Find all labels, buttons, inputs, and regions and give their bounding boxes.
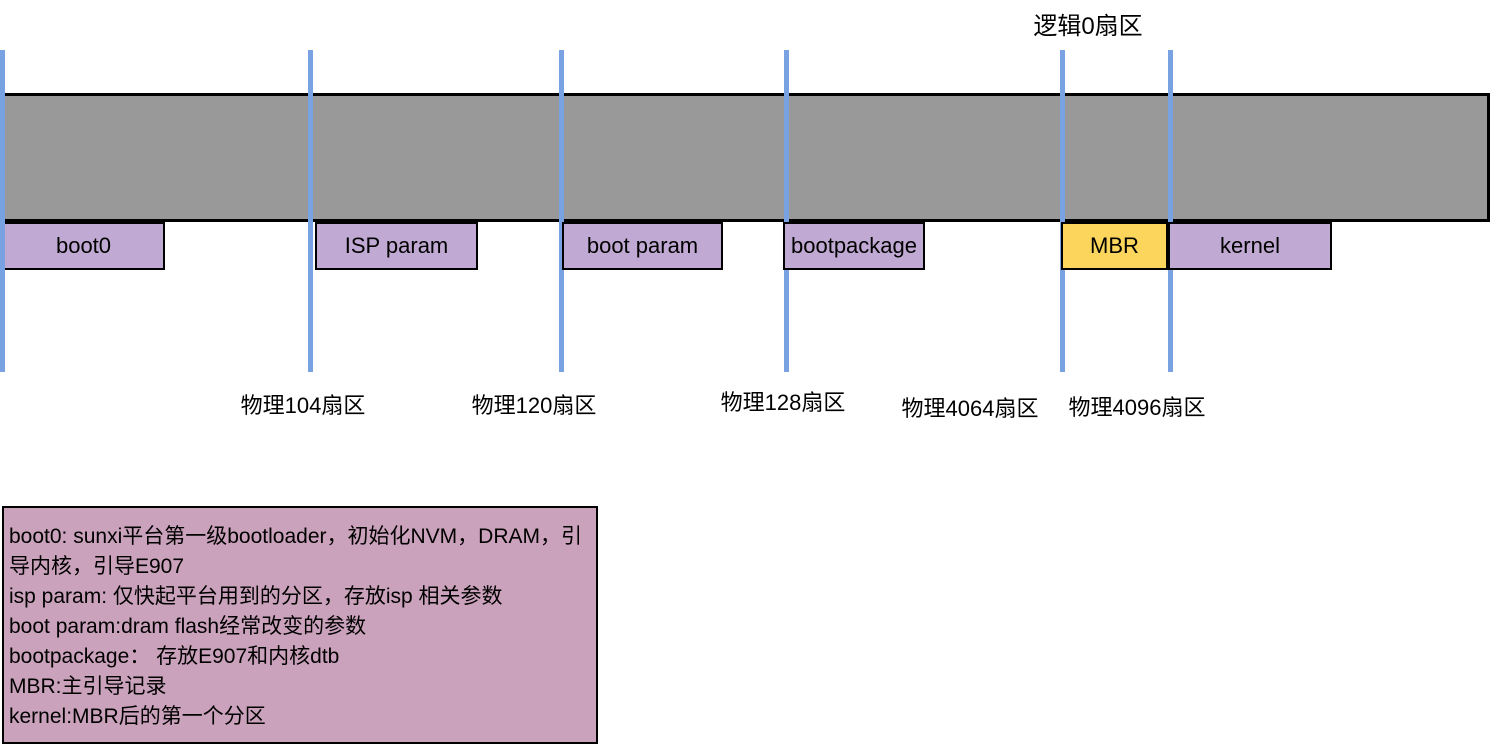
partition-label: MBR [1090,233,1139,258]
partition-label: boot param [586,233,699,258]
partition-bootpackage: bootpackage [783,222,925,270]
legend-line: MBR:主引导记录 [9,675,167,698]
guide-line-104 [308,50,313,372]
partition-label: boot0 [55,233,112,258]
guide-line-128 [784,50,789,372]
guide-line-4096 [1168,50,1173,372]
legend-line: 导内核，引导E907 [9,555,185,578]
physical-sector-label-4096: 物理4096扇区 [1068,395,1206,420]
legend-line: kernel:MBR后的第一个分区 [9,705,266,728]
legend-line: isp param: 仅快起平台用到的分区，存放isp 相关参数 [9,585,503,608]
physical-sector-label-120: 物理120扇区 [471,393,597,418]
partition-boot-param: boot param [562,222,723,270]
physical-sector-label-128: 物理128扇区 [720,390,846,415]
partition-label: kernel [1220,233,1280,258]
legend-line: bootpackage： 存放E907和内核dtb [9,645,340,668]
guide-line-4064 [1060,50,1065,372]
legend-box: boot0: sunxi平台第一级bootloader，初始化NVM，DRAM，… [2,506,598,744]
legend-line: boot0: sunxi平台第一级bootloader，初始化NVM，DRAM，… [9,525,582,548]
partition-boot0: boot0 [2,222,165,270]
partition-kernel: kernel [1168,222,1332,270]
physical-sector-label-4064: 物理4064扇区 [901,396,1039,421]
partition-label: ISP param [344,233,449,258]
flash-bar [0,93,1490,222]
guide-line-120 [559,50,564,372]
partition-label: bootpackage [791,233,917,258]
physical-sector-label-104: 物理104扇区 [240,393,366,418]
partition-isp-param: ISP param [315,222,478,270]
legend-line: boot param:dram flash经常改变的参数 [9,615,367,638]
partition-mbr: MBR [1061,222,1168,270]
logical-sector-0-label: 逻辑0扇区 [1033,13,1143,40]
guide-line-start [0,50,5,372]
